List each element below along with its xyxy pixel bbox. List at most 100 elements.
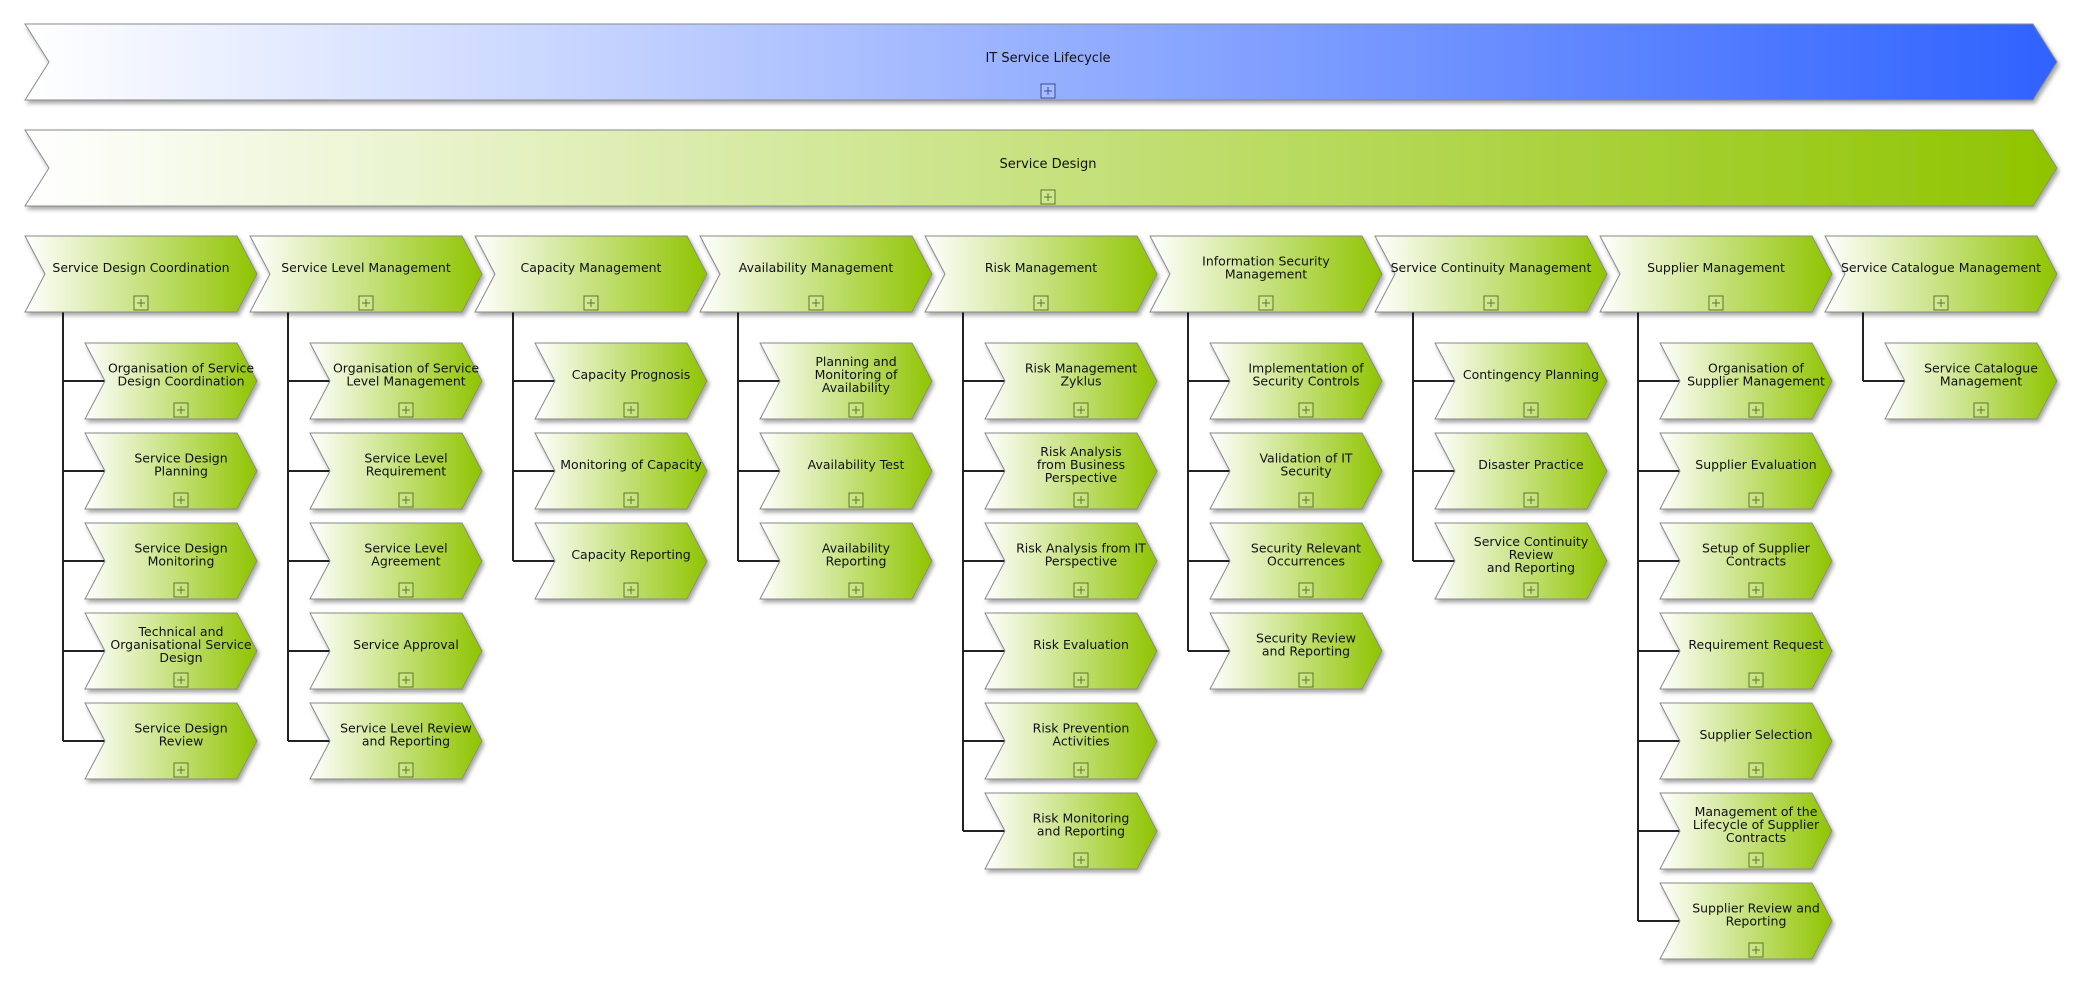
plus-box-icon[interactable] xyxy=(1073,582,1089,598)
plus-box-icon[interactable] xyxy=(1073,672,1089,688)
plus-box-icon[interactable] xyxy=(1748,942,1764,958)
plus-box-icon[interactable] xyxy=(1040,189,1056,205)
process-service-design-coordination[interactable]: Service Design Coordination xyxy=(24,235,258,313)
subprocess-shape[interactable]: Monitoring of Capacity xyxy=(534,432,708,510)
plus-box-icon[interactable] xyxy=(1258,295,1274,311)
plus-box-icon[interactable] xyxy=(173,672,189,688)
plus-box-icon[interactable] xyxy=(398,492,414,508)
shape-label: Availability Management xyxy=(739,260,894,275)
plus-box-icon[interactable] xyxy=(1073,852,1089,868)
plus-box-icon[interactable] xyxy=(1523,492,1539,508)
plus-box-icon[interactable] xyxy=(623,582,639,598)
plus-box-icon[interactable] xyxy=(1298,672,1314,688)
plus-box-icon[interactable] xyxy=(1523,402,1539,418)
plus-box-icon[interactable] xyxy=(133,295,149,311)
process-availability-management[interactable]: Availability Management xyxy=(699,235,933,313)
plus-box-icon[interactable] xyxy=(1040,83,1056,99)
plus-box-icon[interactable] xyxy=(808,295,824,311)
plus-box-icon[interactable] xyxy=(1708,295,1724,311)
plus-box-icon[interactable] xyxy=(1973,402,1989,418)
subprocess-shape[interactable]: Contingency Planning xyxy=(1434,342,1608,420)
plus-box-icon[interactable] xyxy=(173,582,189,598)
plus-box-icon[interactable] xyxy=(1523,582,1539,598)
plus-box-icon[interactable] xyxy=(1933,295,1949,311)
plus-box-icon[interactable] xyxy=(1073,762,1089,778)
process-service-continuity-management[interactable]: Service Continuity Management xyxy=(1374,235,1608,313)
plus-box-icon[interactable] xyxy=(848,492,864,508)
subprocess-shape[interactable]: Risk Evaluation xyxy=(984,612,1158,690)
subprocess-shape[interactable]: Requirement Request xyxy=(1659,612,1833,690)
plus-box-icon[interactable] xyxy=(1073,492,1089,508)
plus-box-icon[interactable] xyxy=(1298,492,1314,508)
subprocess-shape[interactable]: Disaster Practice xyxy=(1434,432,1608,510)
plus-box-icon[interactable] xyxy=(1748,852,1764,868)
subprocess-shape[interactable]: Capacity Prognosis xyxy=(534,342,708,420)
plus-box-icon[interactable] xyxy=(1748,402,1764,418)
plus-box-icon[interactable] xyxy=(1073,402,1089,418)
plus-box-icon[interactable] xyxy=(398,582,414,598)
process-risk-management[interactable]: Risk Management xyxy=(924,235,1158,313)
plus-box-icon[interactable] xyxy=(848,402,864,418)
plus-box-icon[interactable] xyxy=(848,582,864,598)
plus-box-icon[interactable] xyxy=(1483,295,1499,311)
plus-box-icon[interactable] xyxy=(1748,762,1764,778)
subprocess-shape[interactable]: Availability Test xyxy=(759,432,933,510)
shape-label: Service Approval xyxy=(353,637,459,652)
plus-box-icon[interactable] xyxy=(1748,582,1764,598)
plus-box-icon[interactable] xyxy=(1298,582,1314,598)
plus-box-icon[interactable] xyxy=(358,295,374,311)
plus-box-icon[interactable] xyxy=(583,295,599,311)
subprocess-shape[interactable]: Supplier Selection xyxy=(1659,702,1833,780)
stage-band[interactable]: Service Design xyxy=(24,129,2058,207)
process-capacity-management[interactable]: Capacity Management xyxy=(474,235,708,313)
plus-box-icon[interactable] xyxy=(398,672,414,688)
process-supplier-management[interactable]: Supplier Management xyxy=(1599,235,1833,313)
plus-box-icon[interactable] xyxy=(623,492,639,508)
plus-box-icon[interactable] xyxy=(1748,492,1764,508)
subprocess-shape[interactable]: Service Approval xyxy=(309,612,483,690)
plus-box-icon[interactable] xyxy=(173,492,189,508)
plus-box-icon[interactable] xyxy=(398,402,414,418)
process-service-level-management[interactable]: Service Level Management xyxy=(249,235,483,313)
plus-box-icon[interactable] xyxy=(1033,295,1049,311)
plus-box-icon[interactable] xyxy=(1298,402,1314,418)
plus-box-icon[interactable] xyxy=(173,762,189,778)
subprocess-shape[interactable]: Capacity Reporting xyxy=(534,522,708,600)
process-service-catalogue-management[interactable]: Service Catalogue Management xyxy=(1824,235,2058,313)
subprocess-shape[interactable]: Supplier Evaluation xyxy=(1659,432,1833,510)
plus-box-icon[interactable] xyxy=(1748,672,1764,688)
lifecycle-band[interactable]: IT Service Lifecycle xyxy=(24,23,2058,101)
plus-box-icon[interactable] xyxy=(173,402,189,418)
plus-box-icon[interactable] xyxy=(398,762,414,778)
plus-box-icon[interactable] xyxy=(623,402,639,418)
